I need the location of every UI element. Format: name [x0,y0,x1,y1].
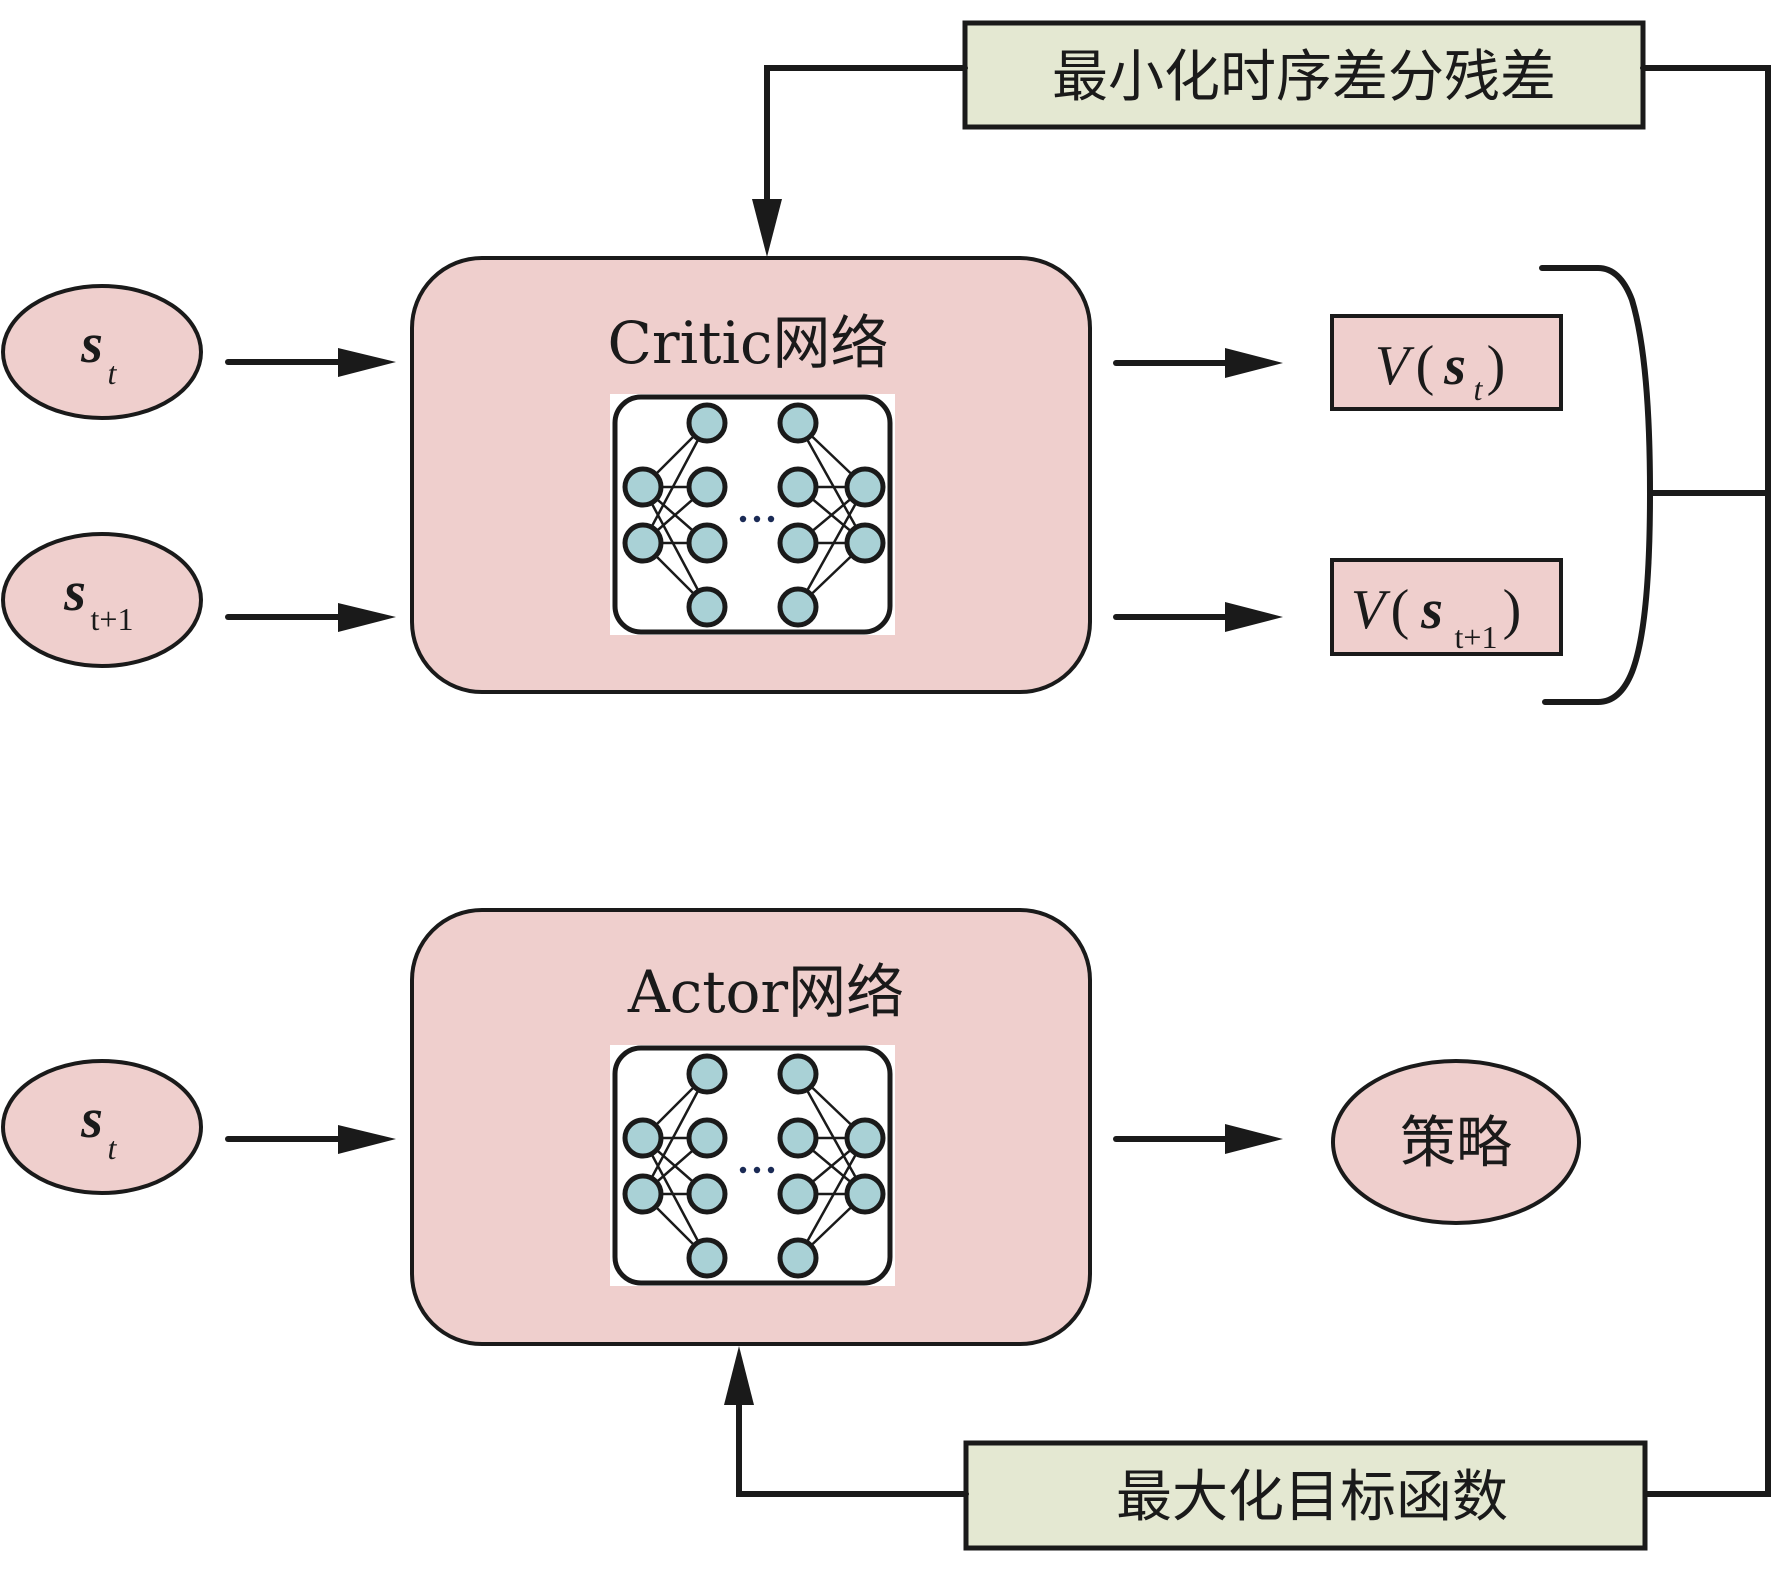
arrow-critic-to-v-st [1113,348,1283,378]
state-symbol: s [63,561,86,623]
arrow-state-t1-to-critic [225,603,396,632]
paren-close: ) [1487,335,1506,397]
value-output-st: V ( s t ) [1330,314,1563,411]
state-symbol: s [80,313,103,375]
paren-close: ) [1503,579,1522,641]
neuron-node-layer-2 [686,1117,728,1159]
value-symbol: s [1443,335,1466,397]
neuron-node-layer-2 [686,1053,728,1095]
network-edge [796,486,867,608]
neuron-node-layer-2 [686,522,728,564]
arrow-critic-to-v-st1 [1113,602,1283,632]
actor-objective-label: 最大化目标函数 [1116,1465,1508,1530]
ellipsis-dot [739,515,747,523]
arrowhead-right-icon [1225,1124,1283,1154]
value-output-st1: V ( s t+1 ) [1330,558,1563,656]
network-edge [796,1137,867,1259]
output-bracket [1539,265,1771,705]
input-state-t-critic: s t [1,284,203,420]
neuron-node-layer-1 [622,466,664,508]
ellipsis-dot [767,1166,775,1174]
neuron-node-layer-1 [622,1117,664,1159]
network-icon-frame [612,394,893,635]
arrow-state-t-to-critic [225,348,396,377]
ellipsis-dot [739,1166,747,1174]
neuron-node-layer-1 [622,1173,664,1215]
neuron-node-layer-4 [844,522,886,564]
arrow-state-t-to-actor [225,1125,396,1154]
paren-open: ( [1416,335,1435,397]
neuron-node-layer-3 [777,402,819,444]
network-edge [641,486,709,608]
neuron-node-layer-3 [777,1173,819,1215]
network-edge [641,1137,709,1259]
network-icon-background [610,394,895,635]
neuron-node-layer-4 [844,466,886,508]
value-subscript: t [1474,371,1484,407]
critic-objective-label: 最小化时序差分残差 [1052,45,1556,110]
neuron-node-layer-4 [844,1173,886,1215]
neuron-node-layer-2 [686,402,728,444]
value-symbol: s [1420,579,1443,641]
policy-output: 策略 [1331,1059,1581,1225]
state-subscript: t [108,355,118,391]
feedback-loop-line [1640,65,1771,1497]
arrowhead-down-icon [752,199,782,257]
neural-network-icon [610,394,895,635]
network-edge [796,422,867,544]
state-symbol: s [80,1088,103,1150]
neuron-node-layer-3 [777,522,819,564]
policy-label: 策略 [1400,1111,1512,1176]
arrowhead-right-icon [338,348,396,377]
critic-feedback-arrow [752,65,968,257]
neuron-node-layer-2 [686,1173,728,1215]
value-subscript: t+1 [1455,619,1498,655]
neuron-node-layer-1 [622,522,664,564]
input-state-t1-critic: s t+1 [1,532,203,668]
arrowhead-right-icon [1225,348,1283,378]
network-icon-background [610,1045,895,1286]
network-edge [796,1073,867,1195]
arrowhead-up-icon [724,1346,754,1405]
neuron-node-layer-3 [777,466,819,508]
state-subscript: t [108,1130,118,1166]
paren-open: ( [1391,579,1410,641]
ellipsis-dot [767,515,775,523]
neuron-node-layer-2 [686,466,728,508]
network-edge [641,1073,709,1195]
ellipsis-dot [753,515,761,523]
arrowhead-right-icon [338,1125,396,1154]
value-func: V [1351,579,1391,641]
neuron-node-layer-2 [686,1237,728,1279]
neuron-node-layer-3 [777,1117,819,1159]
neuron-node-layer-3 [777,1053,819,1095]
arrow-actor-to-policy [1113,1124,1283,1154]
actor-network: Actor网络 [410,908,1092,1346]
arrowhead-right-icon [338,603,396,632]
neuron-node-layer-3 [777,586,819,628]
arrowhead-right-icon [1225,602,1283,632]
actor-feedback-arrow [724,1346,969,1497]
actor-objective-box: 最大化目标函数 [963,1440,1648,1551]
network-icon-frame [612,1045,893,1286]
network-edge [641,422,709,544]
critic-network: Critic网络 [410,256,1092,694]
neural-network-icon [610,1045,895,1286]
neuron-node-layer-4 [844,1117,886,1159]
critic-objective-box: 最小化时序差分残差 [962,20,1646,130]
actor-title: Actor网络 [627,958,904,1026]
state-subscript: t+1 [91,601,134,637]
value-func: V [1375,335,1415,397]
neuron-node-layer-3 [777,1237,819,1279]
input-state-t-actor: s t [1,1059,203,1195]
ellipsis-dot [753,1166,761,1174]
critic-title: Critic网络 [608,309,889,377]
neuron-node-layer-2 [686,586,728,628]
